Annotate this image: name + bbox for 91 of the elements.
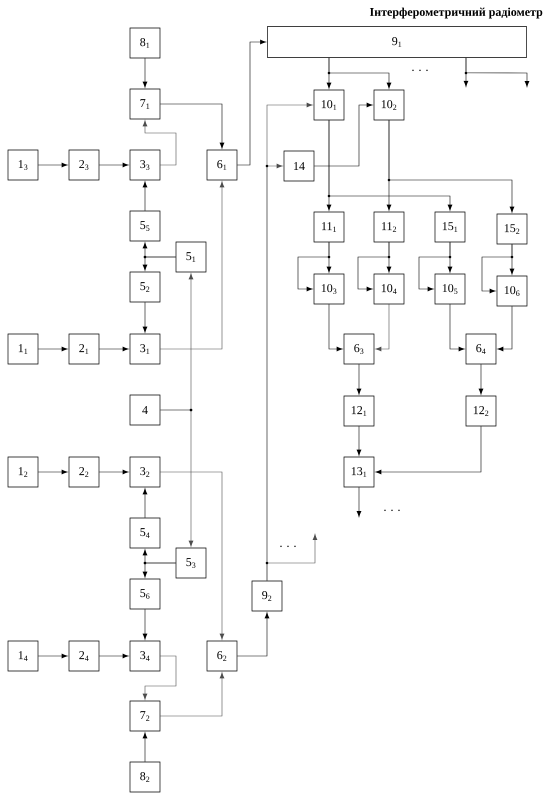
block-box: 10$_{6}$	[496, 276, 528, 306]
arrow	[142, 58, 148, 88]
arrow	[328, 304, 343, 352]
block-box: 5$_{5}$	[130, 210, 160, 242]
arrow	[99, 346, 129, 352]
arrow	[160, 672, 224, 716]
block-box: 3$_{2}$	[130, 456, 160, 488]
block-box: 13$_{1}$	[344, 456, 374, 488]
arrow	[358, 242, 390, 292]
block-box: 4	[130, 394, 160, 426]
arrow	[328, 58, 392, 89]
block-box: 10$_{1}$	[314, 90, 344, 120]
block-box: 1$_{3}$	[8, 150, 38, 180]
block-box: 6$_{1}$	[206, 150, 238, 180]
arrow	[314, 102, 373, 166]
block-box: 10$_{4}$	[374, 274, 404, 304]
block-box: 9$_{2}$	[252, 580, 282, 612]
block-box: 3$_{3}$	[130, 150, 160, 180]
block-box: 3$_{1}$	[130, 334, 160, 364]
block-box: 8$_{1}$	[130, 28, 160, 58]
arrow	[388, 120, 514, 213]
arrow	[142, 562, 176, 578]
block-box: 7$_{1}$	[130, 88, 160, 120]
arrow	[99, 470, 129, 474]
arrow	[356, 426, 362, 456]
arrow	[142, 302, 148, 333]
arrow	[38, 346, 68, 352]
arrow	[99, 162, 129, 168]
arrow	[298, 242, 330, 292]
block-box: 1$_{4}$	[8, 640, 38, 672]
block-box: 2$_{2}$	[68, 456, 100, 488]
block-box: 12$_{1}$	[344, 396, 374, 426]
block-box: 5$_{2}$	[130, 272, 160, 302]
arrow	[142, 732, 148, 762]
arrow	[266, 534, 318, 581]
block-box: 11$_{1}$	[314, 212, 344, 242]
block-box: 2$_{4}$	[68, 640, 100, 672]
arrow	[160, 104, 224, 149]
block-box: 2$_{1}$	[68, 334, 100, 364]
arrow	[38, 470, 68, 474]
arrow	[478, 364, 484, 395]
block-box: 2$_{3}$	[68, 150, 100, 180]
arrow	[482, 244, 514, 294]
arrow	[375, 426, 482, 474]
arrow	[142, 656, 176, 700]
block-box: 15$_{2}$	[496, 214, 528, 244]
ellipsis-label: · · ·	[412, 70, 428, 72]
block-box: 1$_{2}$	[8, 456, 38, 488]
block-box: 6$_{2}$	[206, 640, 238, 672]
arrow	[142, 488, 148, 518]
block-box: 10$_{2}$	[374, 90, 404, 120]
arrow	[418, 242, 452, 292]
arrow	[38, 654, 68, 658]
arrow	[356, 487, 362, 517]
diagram-title: Інтерферометричний радіометр	[370, 8, 542, 18]
block-box: 15$_{1}$	[434, 212, 466, 242]
arrow	[464, 58, 530, 88]
block-box: 7$_{2}$	[130, 700, 160, 732]
arrow	[328, 120, 452, 211]
block-box: 5$_{4}$	[130, 518, 160, 548]
block-box: 5$_{6}$	[130, 578, 160, 610]
block-box: 14	[284, 150, 314, 182]
arrow	[38, 162, 68, 168]
block-box: 10$_{5}$	[434, 274, 466, 304]
arrow	[160, 408, 194, 547]
block-box: 12$_{2}$	[466, 396, 496, 426]
arrow	[142, 181, 148, 211]
arrow	[142, 609, 148, 640]
arrow	[142, 256, 176, 271]
block-box: 10$_{3}$	[314, 274, 344, 304]
ellipsis-label: · · ·	[280, 546, 296, 548]
block-box: 3$_{4}$	[130, 640, 160, 672]
arrow	[160, 472, 224, 640]
block-box: 8$_{2}$	[130, 762, 160, 792]
arrow	[356, 364, 362, 395]
arrow	[237, 612, 270, 656]
block-box: 5$_{1}$	[176, 242, 206, 272]
arrow	[99, 654, 129, 658]
block-box: 6$_{4}$	[466, 334, 496, 364]
arrow	[160, 181, 224, 350]
arrow	[142, 120, 176, 166]
arrow	[497, 306, 512, 352]
ellipsis-label: · · ·	[384, 510, 400, 512]
block-box: 11$_{2}$	[374, 212, 404, 242]
arrow	[237, 40, 266, 166]
block-box: 6$_{3}$	[344, 334, 374, 364]
block-box: 1$_{1}$	[8, 334, 38, 364]
block-box: 9$_{1}$	[267, 26, 527, 58]
block-box: 5$_{3}$	[176, 548, 206, 578]
arrow	[450, 304, 465, 352]
arrow	[375, 304, 390, 352]
